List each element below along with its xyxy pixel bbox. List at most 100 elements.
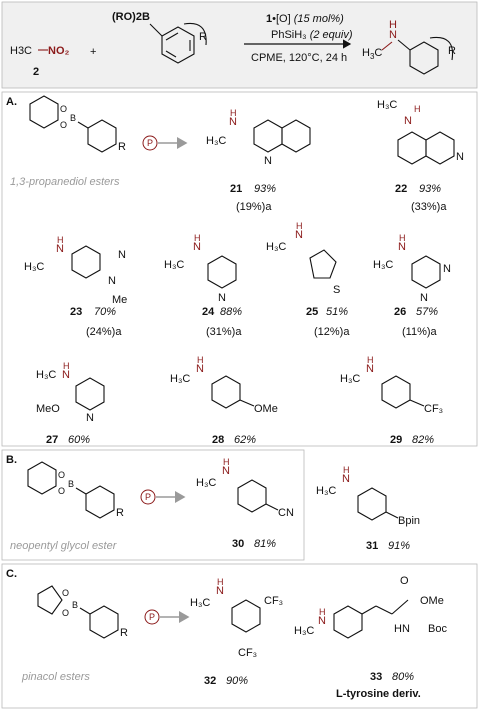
svg-text:CF₃: CF₃ — [264, 595, 283, 607]
svg-text:N: N — [420, 292, 428, 304]
catalyst-text: 1•[O] (15 mol%) — [266, 13, 344, 25]
svg-text:O: O — [58, 470, 65, 480]
compound-25-alt-yield: (12%)a — [314, 326, 350, 338]
svg-text:N: N — [196, 363, 204, 375]
svg-text:N: N — [216, 585, 224, 597]
compound-24-alt-yield: (31%)a — [206, 326, 242, 338]
compound-32-structure: H₃C N H CF₃ CF₃ — [190, 577, 283, 659]
svg-text:R: R — [116, 507, 124, 519]
svg-text:OMe: OMe — [254, 403, 278, 415]
header-box — [1, 1, 478, 89]
svg-text:N: N — [56, 243, 64, 255]
compound-23-structure: H₃C N H N N Me — [24, 235, 127, 306]
svg-text:OMe: OMe — [420, 595, 444, 607]
svg-text:Boc: Boc — [428, 623, 447, 635]
compound-30-number: 30 — [232, 538, 244, 550]
svg-text:O: O — [400, 575, 409, 587]
svg-text:N: N — [404, 115, 412, 127]
svg-text:H₃C: H₃C — [266, 241, 286, 253]
section-b: B. O O B R P neopentyl glycol ester H₃C … — [1, 449, 305, 561]
svg-text:B: B — [70, 113, 76, 123]
compound-29-structure: H₃C N H CF₃ — [340, 355, 443, 415]
svg-text:H₃C: H₃C — [24, 261, 44, 273]
product-nh: N — [389, 29, 397, 41]
compound-24-number: 24 — [202, 306, 215, 318]
product-ring — [409, 41, 439, 75]
compound-22-structure: H₃C N H N — [377, 99, 464, 165]
svg-text:MeO: MeO — [36, 403, 60, 415]
compound-27-structure: H₃C N H MeO N — [36, 361, 105, 424]
plus-sign: + — [90, 46, 96, 58]
svg-text:N: N — [229, 116, 237, 128]
svg-text:S: S — [333, 284, 340, 296]
svg-text:R: R — [118, 141, 126, 153]
compound-25-structure: H₃C N H S — [266, 221, 340, 296]
compound-33-yield: 80% — [392, 671, 414, 683]
svg-text:H: H — [223, 457, 230, 467]
p-catalyst-icon-b: P — [145, 492, 151, 502]
svg-text:H₃C: H₃C — [196, 477, 216, 489]
conditions-text: CPME, 120°C, 24 h — [251, 52, 347, 64]
aryl-ring-a — [87, 119, 117, 153]
compound-21-structure: H₃C N H N — [206, 108, 311, 167]
svg-text:H₃C: H₃C — [190, 597, 210, 609]
aryl-ring-b — [85, 485, 115, 519]
svg-text:H: H — [57, 235, 64, 245]
svg-text:H₃C: H₃C — [206, 135, 226, 147]
svg-text:CF₃: CF₃ — [424, 403, 443, 415]
boronate-bond — [149, 23, 163, 37]
compound-26-number: 26 — [394, 306, 406, 318]
p-catalyst-icon: P — [147, 138, 153, 148]
reagent-methyl-label: H3C — [10, 45, 32, 57]
svg-text:CF₃: CF₃ — [238, 647, 257, 659]
compound-28-structure: H₃C N H OMe — [170, 355, 278, 415]
compound-30-structure: H₃C N H CN — [196, 457, 294, 519]
svg-text:H: H — [217, 577, 224, 587]
svg-text:N: N — [218, 292, 226, 304]
compound-29-number: 29 — [390, 434, 402, 446]
svg-text:CN: CN — [278, 507, 294, 519]
svg-text:H₃C: H₃C — [36, 369, 56, 381]
svg-text:N: N — [443, 263, 451, 275]
svg-text:B: B — [72, 600, 78, 610]
aryl-ring-c — [89, 605, 119, 639]
svg-text:H₃C: H₃C — [170, 373, 190, 385]
svg-text:Me: Me — [112, 294, 127, 306]
compound-22-number: 22 — [395, 183, 407, 195]
compound-22-alt-yield: (33%)a — [411, 201, 447, 213]
compound-26-yield: 57% — [416, 306, 438, 318]
svg-text:O: O — [60, 120, 67, 130]
compound-21-number: 21 — [230, 183, 242, 195]
compound-23-number: 23 — [70, 306, 82, 318]
section-a: A. O O B R P 1,3-propanediol esters H₃C … — [1, 91, 478, 447]
svg-text:N: N — [62, 369, 70, 381]
svg-text:H₃C: H₃C — [164, 259, 184, 271]
compound-22-yield: 93% — [419, 183, 441, 195]
compound-31-yield: 91% — [388, 540, 410, 552]
svg-text:H: H — [414, 104, 421, 114]
section-a-label: A. — [6, 96, 17, 108]
compound-25-yield: 51% — [326, 306, 348, 318]
svg-text:N: N — [222, 465, 230, 477]
svg-text:H₃C: H₃C — [294, 625, 314, 637]
svg-text:N: N — [342, 473, 350, 485]
compound-28-number: 28 — [212, 434, 224, 446]
caption-c: pinacol esters — [21, 671, 90, 683]
svg-text:N: N — [366, 363, 374, 375]
caption-a: 1,3-propanediol esters — [10, 176, 120, 188]
neopentyl-ring — [27, 461, 57, 495]
svg-text:H₃C: H₃C — [340, 373, 360, 385]
compound-21-yield: 93% — [254, 183, 276, 195]
compound-30-yield: 81% — [254, 538, 276, 550]
svg-text:O: O — [58, 486, 65, 496]
p-catalyst-icon-c: P — [149, 612, 155, 622]
reaction-header: H3C NO₂ 2 + (RO)2B R 1•[O] (15 mol%) PhS… — [1, 1, 478, 89]
section-b-label: B. — [6, 454, 17, 466]
svg-text:H: H — [319, 607, 326, 617]
compound-33-name: L-tyrosine deriv. — [336, 688, 421, 700]
boronate-label: (RO)2B — [112, 11, 150, 23]
svg-text:N: N — [193, 241, 201, 253]
svg-text:N: N — [295, 229, 303, 241]
section-c: C. O O B R P pinacol esters H₃C N H CF₃ … — [1, 563, 478, 709]
svg-text:O: O — [62, 608, 69, 618]
